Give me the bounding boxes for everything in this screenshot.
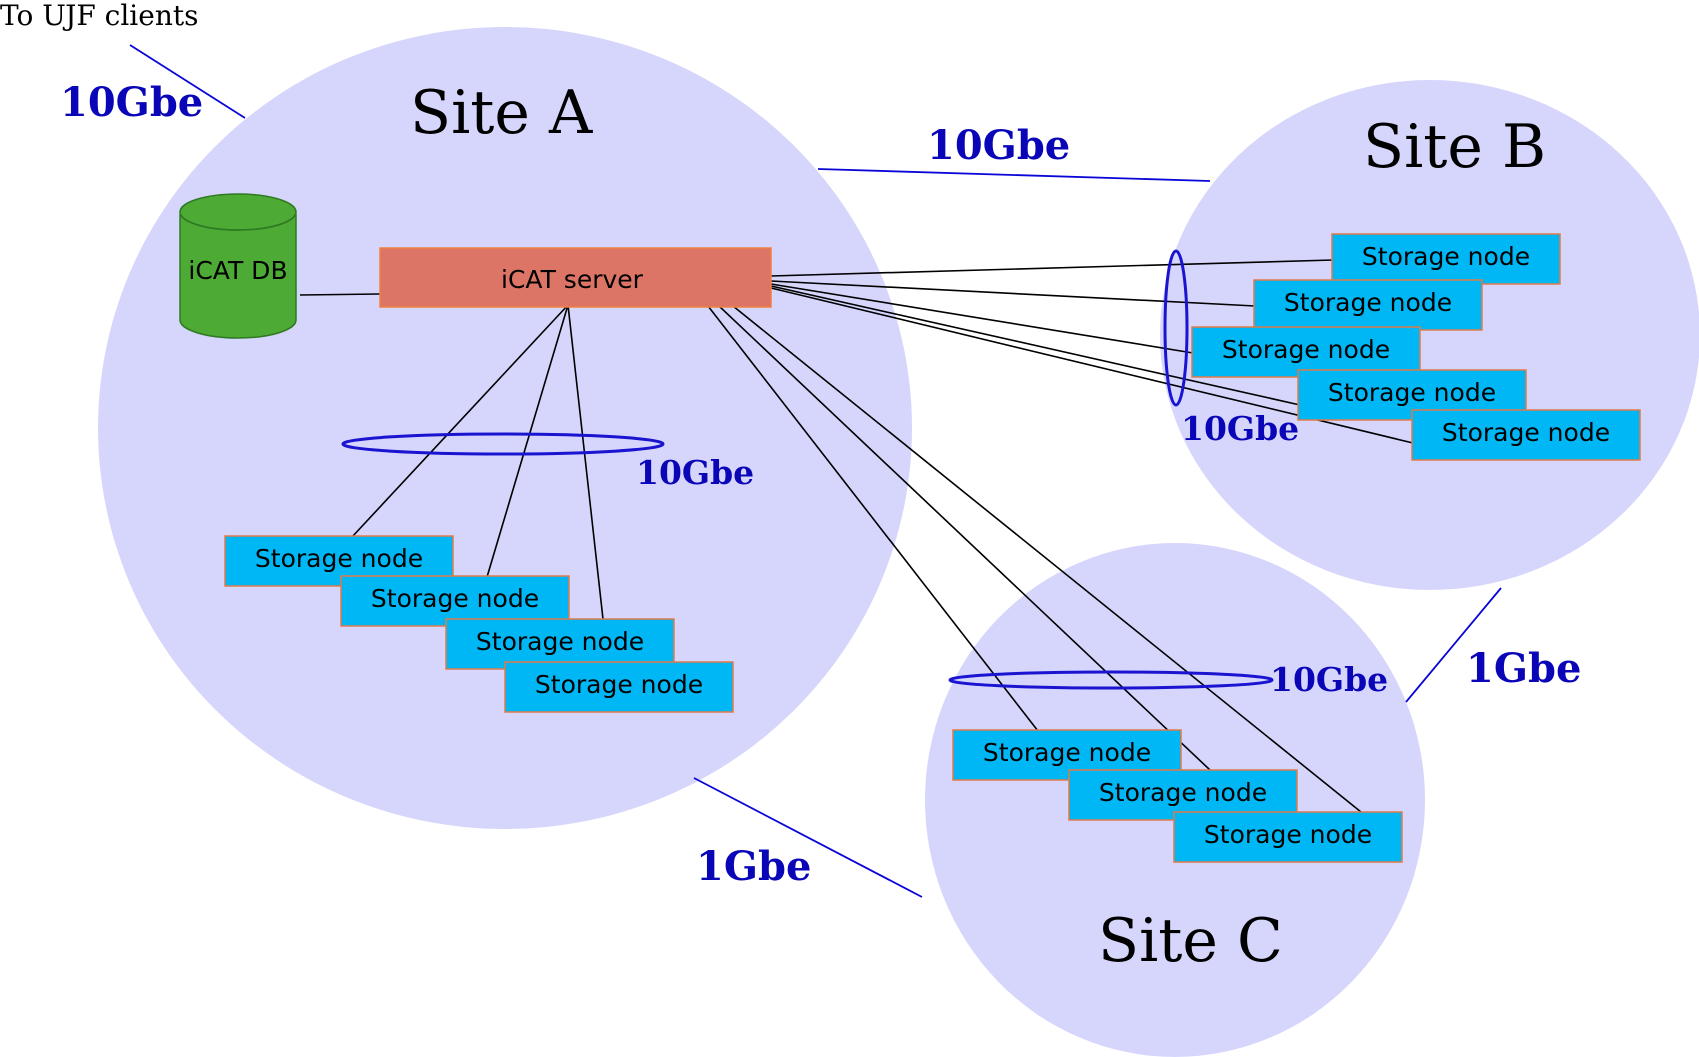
site-b-ring-icon	[1163, 249, 1189, 407]
site-b-storage-node-5: Storage node	[1411, 409, 1641, 461]
site-b-storage-node-3: Storage node	[1191, 326, 1421, 378]
storage-node-label: Storage node	[983, 738, 1151, 767]
storage-node-label: Storage node	[1284, 288, 1452, 317]
site-b-local-link-label: 10Gbe	[1181, 409, 1299, 448]
site-a-storage-node-2: Storage node	[340, 575, 570, 627]
site-a-circle	[98, 27, 912, 829]
site-b-storage-node-2: Storage node	[1253, 279, 1483, 331]
site-c-storage-node-3: Storage node	[1173, 811, 1403, 863]
site-a-ring-icon	[341, 432, 665, 456]
clients-link-line	[129, 44, 246, 119]
site-a-storage-node-4: Storage node	[504, 661, 734, 713]
site-a-local-link-label: 10Gbe	[636, 453, 754, 492]
clients-link-label: 10Gbe	[60, 79, 203, 126]
storage-node-label: Storage node	[476, 627, 644, 656]
storage-node-label: Storage node	[535, 670, 703, 699]
site-c-local-link-label: 10Gbe	[1270, 660, 1388, 699]
site-a-to-b-link-line	[817, 168, 1211, 182]
site-a-to-c-link-label: 1Gbe	[696, 843, 811, 890]
storage-node-label: Storage node	[255, 544, 423, 573]
site-a-to-c-link-line	[693, 777, 923, 898]
site-b-circle	[1160, 80, 1699, 590]
site-b-storage-node-1: Storage node	[1331, 233, 1561, 285]
icat-server-box	[379, 247, 772, 308]
storage-node-label: Storage node	[1442, 418, 1610, 447]
wires	[299, 259, 1414, 813]
icat-db-label: iCAT DB	[188, 256, 287, 285]
storage-node-label: Storage node	[1099, 778, 1267, 807]
storage-node-label: Storage node	[1222, 335, 1390, 364]
storage-node-label: Storage node	[1328, 378, 1496, 407]
ujf-clients-label: To UJF clients	[0, 0, 198, 32]
site-b-to-c-link-label: 1Gbe	[1466, 645, 1581, 692]
storage-node-label: Storage node	[371, 584, 539, 613]
storage-node-label: Storage node	[1362, 242, 1530, 271]
site-b-to-c-link-line	[1405, 587, 1502, 703]
site-a-storage-node-3: Storage node	[445, 618, 675, 670]
icat-server-label: iCAT server	[501, 265, 644, 294]
icat-db-icon	[179, 193, 297, 339]
site-a-to-b-link-label: 10Gbe	[927, 122, 1070, 169]
site-a-label: Site A	[410, 78, 593, 148]
site-c-label: Site C	[1098, 906, 1283, 976]
storage-node-label: Storage node	[1204, 820, 1372, 849]
site-b-label: Site B	[1363, 112, 1546, 182]
site-c-ring-icon	[948, 670, 1274, 690]
